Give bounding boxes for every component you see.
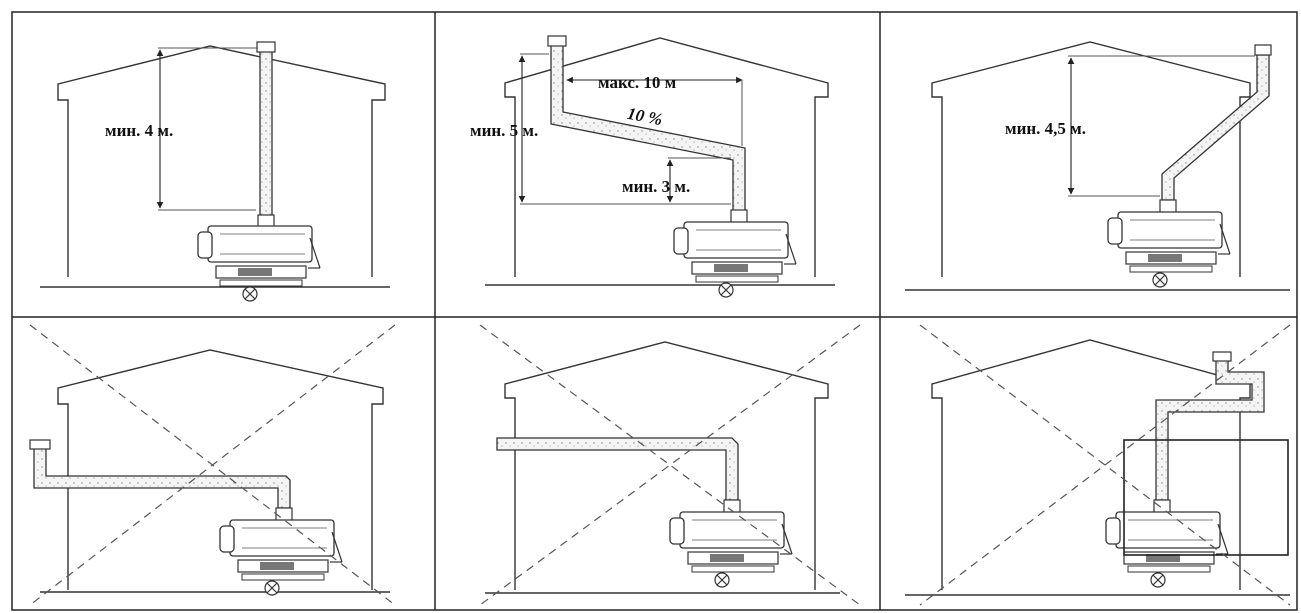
panel-incorrect-indoor-exit [905,324,1291,606]
label-min-4-5m: мин. 4,5 м. [1005,119,1086,138]
label-max-10m: макс. 10 м [598,73,677,92]
label-min-3m: мин. 3 м. [622,177,690,196]
cross-out-line [29,324,396,606]
panel-correct-vertical [40,41,390,302]
cross-out-line [479,324,861,606]
panel-correct-angled [905,41,1290,291]
cross-out-line [479,324,861,606]
chimney-pipe [259,49,273,219]
panel-correct-offset [485,35,835,298]
cross-out-line [919,324,1291,606]
label-min-4m: мин. 4 м. [105,121,173,140]
chimney-pipe [33,446,291,509]
highlight-box [1123,439,1289,556]
cross-out-line [919,324,1291,606]
label-min-5m: мин. 5 м. [470,121,538,140]
panel-incorrect-horizontal-long [29,324,396,606]
panel-incorrect-horizontal-exit [479,324,861,606]
diagram-frame [11,11,1298,611]
